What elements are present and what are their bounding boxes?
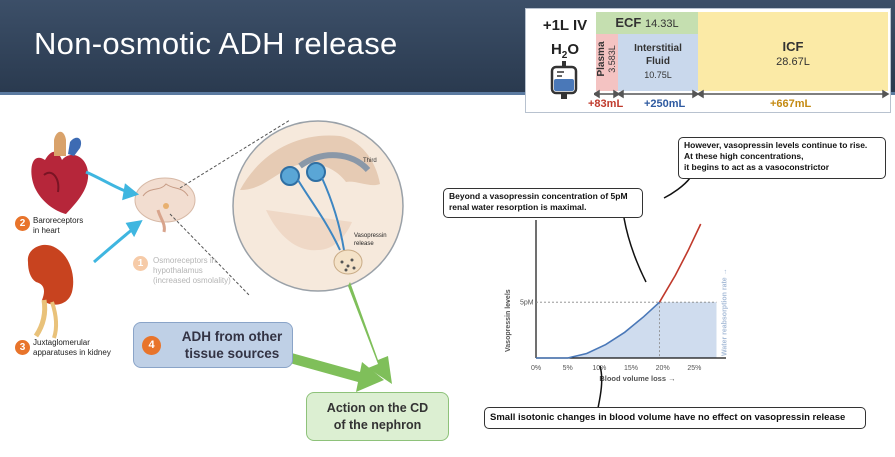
- cd-action-box: Action on the CD of the nephron: [306, 392, 449, 441]
- callout-vasoconstrictor: However, vasopressin levels continue to …: [678, 137, 886, 179]
- x-axis-label: Blood volume loss →: [599, 374, 675, 383]
- zoom-line-bottom: [169, 213, 251, 297]
- icf-compartment: ICF 28.67L: [698, 12, 888, 91]
- icf-delta: +667mL: [770, 98, 812, 110]
- callout-isotonic-changes: Small isotonic changes in blood volume h…: [484, 407, 866, 429]
- water-label: H2O: [550, 41, 580, 61]
- zoom-line-top: [179, 119, 291, 189]
- x-tick-label: 0%: [531, 365, 541, 372]
- banner-divider: [0, 92, 895, 95]
- badge-juxtaglomerular: 3: [15, 340, 30, 355]
- badge-osmoreceptors: 1: [133, 256, 148, 271]
- x-tick-label: 25%: [687, 365, 701, 372]
- x-tick-label: 15%: [624, 365, 638, 372]
- kidney-icon: [27, 244, 74, 339]
- plasma-compartment: [596, 34, 618, 91]
- plasma-delta: +83mL: [588, 98, 624, 110]
- action-arrows: [286, 282, 392, 392]
- distribution-arrows: [594, 89, 890, 99]
- interstitial-compartment: Interstitial Fluid 10.75L: [618, 34, 698, 91]
- receptor-arrows: [85, 170, 143, 264]
- y-axis-arrow: ↑: [506, 298, 510, 307]
- ecf-header: ECF 14.33L: [596, 12, 698, 34]
- interstitial-delta: +250mL: [644, 98, 686, 110]
- slide-title: Non-osmotic ADH release: [34, 26, 398, 61]
- physiology-illustration: Third: [27, 119, 404, 392]
- y-marker-label: 5pM: [520, 300, 534, 307]
- iv-bag-icon: [550, 61, 578, 99]
- x-tick-labels: 0% 5% 10% 15% 20% 25%: [531, 365, 701, 372]
- vasopressin-chart: 0% 5% 10% 15% 20% 25% 5pM Blood volume loss →…: [505, 220, 729, 383]
- secondary-axis-label: Water reabsorption rate →: [722, 268, 729, 356]
- vasopressin-curve-high: [658, 223, 702, 303]
- x-tick-label: 20%: [656, 365, 670, 372]
- y-axis-label: Vasopressin levels: [505, 289, 512, 352]
- x-tick-label: 5%: [563, 365, 573, 372]
- callout-max-resorption: Beyond a vasopressin concentration of 5p…: [443, 188, 643, 218]
- x-tick-label: 10%: [592, 365, 606, 372]
- svg-text:Third: Third: [363, 158, 377, 164]
- vasopressin-curve-low: [536, 301, 661, 359]
- badge-baroreceptors: 2: [15, 216, 30, 231]
- brain-icon: [134, 177, 196, 233]
- badge-adh: 4: [142, 336, 161, 355]
- hypothalamus-zoom-circle: [232, 120, 404, 292]
- iv-label: +1L IV: [542, 17, 588, 34]
- heart-icon: [31, 131, 89, 214]
- resorption-area: [567, 302, 717, 358]
